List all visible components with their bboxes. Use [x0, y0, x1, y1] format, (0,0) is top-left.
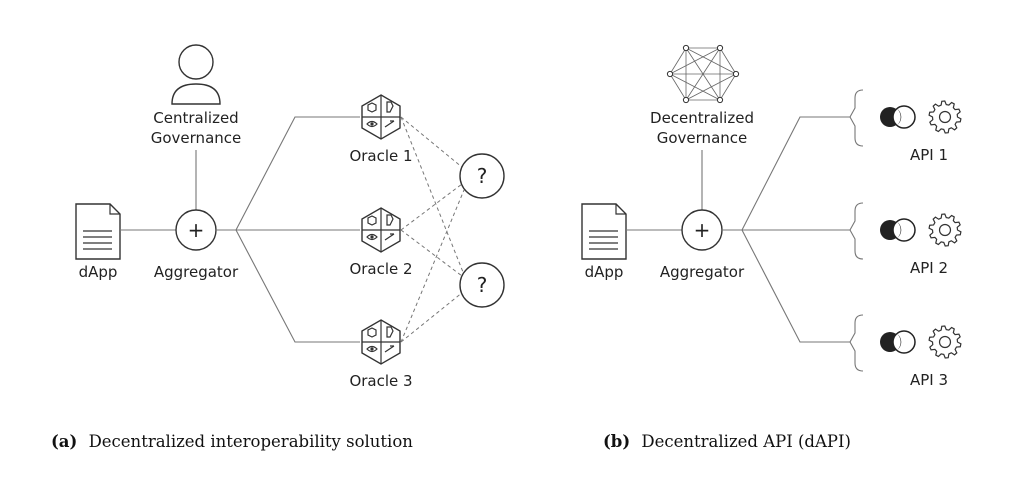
oracle-1-icon [361, 94, 401, 140]
dapp-label: dApp [585, 263, 624, 281]
api-1-label: API 1 [910, 146, 948, 164]
api-2-provider-icon [879, 218, 916, 242]
aggregator-label: Aggregator [660, 263, 745, 281]
branch-oracle-3 [235, 229, 360, 343]
api-1-provider-icon [879, 105, 916, 129]
api-3-gear-icon [928, 325, 962, 359]
oracle-2-icon [361, 207, 401, 253]
panel-a: Centralized Governance dApp + Aggregator… [51, 44, 505, 451]
branch-api-1 [741, 116, 850, 231]
question-mark-icon: ? [477, 273, 488, 297]
caption-a-text: Decentralized interoperability solution [89, 432, 414, 451]
api-3-bracket [849, 314, 864, 372]
dapp-document-icon [75, 203, 121, 260]
caption-b-text: Decentralized API (dAPI) [641, 432, 851, 451]
api-2-gear-icon [928, 213, 962, 247]
question-mark-icon: ? [477, 164, 488, 188]
caption-a-tag: (a) [51, 432, 77, 451]
governance-label-line2: Governance [151, 129, 242, 147]
aggregator-plus-icon: + [188, 218, 205, 242]
dapp-document-icon [581, 203, 627, 260]
caption-b-tag: (b) [603, 432, 630, 451]
unknown-source-node-2 [459, 262, 505, 308]
aggregator-label: Aggregator [154, 263, 239, 281]
decentralized-network-icon [666, 44, 740, 104]
dapp-label: dApp [79, 263, 118, 281]
governance-label-line1: Decentralized [650, 109, 754, 127]
api-1-gear-icon [928, 100, 962, 134]
api-1-bracket [849, 89, 864, 147]
api-2-bracket [849, 202, 864, 260]
dashed-links [400, 116, 466, 343]
gear-hole [938, 110, 952, 124]
governance-label-line2: Governance [657, 129, 748, 147]
branch-oracle-1 [235, 116, 360, 231]
api-3-label: API 3 [910, 371, 948, 389]
caption-a: (a) Decentralized interoperability solut… [51, 432, 413, 451]
caption-b: (b) Decentralized API (dAPI) [603, 432, 851, 451]
api-2-label: API 2 [910, 259, 948, 277]
branch-api-3 [741, 229, 850, 343]
oracle-1-label: Oracle 1 [349, 147, 412, 165]
panel-b: Decentralized Governance dApp + Aggregat… [581, 44, 962, 451]
oracle-3-icon [361, 319, 401, 365]
oracle-3-label: Oracle 3 [349, 372, 412, 390]
gear-hole [938, 223, 952, 237]
api-3-provider-icon [879, 330, 916, 354]
governance-label-line1: Centralized [153, 109, 238, 127]
oracle-2-label: Oracle 2 [349, 260, 412, 278]
gear-hole [938, 335, 952, 349]
centralized-governance-person-icon [171, 44, 221, 105]
aggregator-plus-icon: + [694, 218, 711, 242]
unknown-source-node-1 [459, 153, 505, 199]
